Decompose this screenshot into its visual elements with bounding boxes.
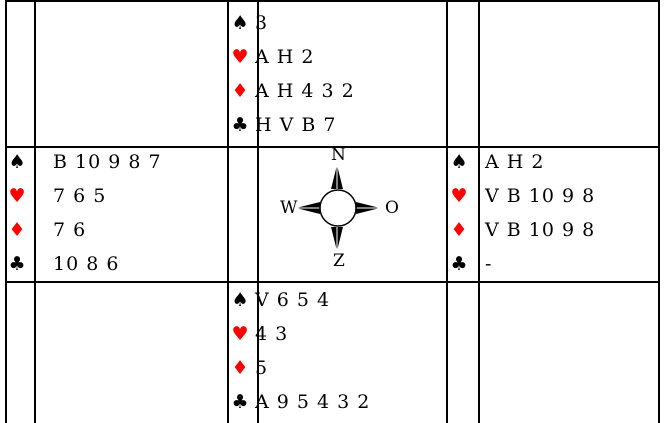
compass-n-label: N (331, 145, 346, 165)
grid-line-v6 (658, 0, 660, 423)
south-spades: V 6 5 4 (255, 289, 331, 311)
south-diamonds: 5 (255, 357, 269, 379)
south-hearts: 4 3 (255, 323, 289, 345)
grid-line-v3 (257, 0, 259, 423)
club-icon: ♣ (450, 253, 468, 275)
club-icon: ♣ (8, 253, 26, 275)
east-hearts: V B 10 9 8 (485, 185, 596, 207)
heart-icon: ♥ (8, 185, 26, 207)
diamond-icon: ♦ (231, 357, 249, 379)
grid-line-v5 (478, 0, 480, 423)
north-spades: 3 (255, 12, 269, 34)
grid-line-top (5, 0, 660, 2)
compass-z-label: Z (333, 251, 345, 271)
club-icon: ♣ (231, 114, 249, 136)
diamond-icon: ♦ (8, 219, 26, 241)
compass-o-label: O (385, 198, 399, 218)
west-spades: B 10 9 8 7 (53, 151, 162, 173)
bridge-diagram: ♠ 3 ♥ A H 2 ♦ A H 4 3 2 ♣ H V B 7 ♠ B 10… (5, 0, 660, 423)
west-hearts: 7 6 5 (53, 185, 107, 207)
heart-icon: ♥ (231, 46, 249, 68)
grid-line-v1 (34, 0, 36, 423)
grid-line-v0 (5, 0, 7, 423)
grid-line-mid2 (5, 281, 660, 283)
north-diamonds: A H 4 3 2 (255, 80, 355, 102)
heart-icon: ♥ (450, 185, 468, 207)
south-clubs: A 9 5 4 3 2 (255, 391, 371, 413)
east-diamonds: V B 10 9 8 (485, 219, 596, 241)
grid-line-mid1 (5, 146, 660, 148)
diamond-icon: ♦ (231, 80, 249, 102)
east-clubs: - (485, 253, 493, 275)
compass-icon (296, 165, 380, 251)
north-clubs: H V B 7 (255, 114, 337, 136)
north-hearts: A H 2 (255, 46, 315, 68)
compass-w-label: W (280, 198, 298, 218)
spade-icon: ♠ (450, 151, 468, 173)
west-clubs: 10 8 6 (53, 253, 120, 275)
club-icon: ♣ (231, 391, 249, 413)
spade-icon: ♠ (231, 12, 249, 34)
diamond-icon: ♦ (450, 219, 468, 241)
compass-rose: N W O Z (230, 147, 444, 271)
spade-icon: ♠ (231, 289, 249, 311)
west-diamonds: 7 6 (53, 219, 87, 241)
grid-line-v2 (227, 0, 229, 423)
grid-line-v4 (446, 0, 448, 423)
east-spades: A H 2 (485, 151, 545, 173)
heart-icon: ♥ (231, 323, 249, 345)
spade-icon: ♠ (8, 151, 26, 173)
